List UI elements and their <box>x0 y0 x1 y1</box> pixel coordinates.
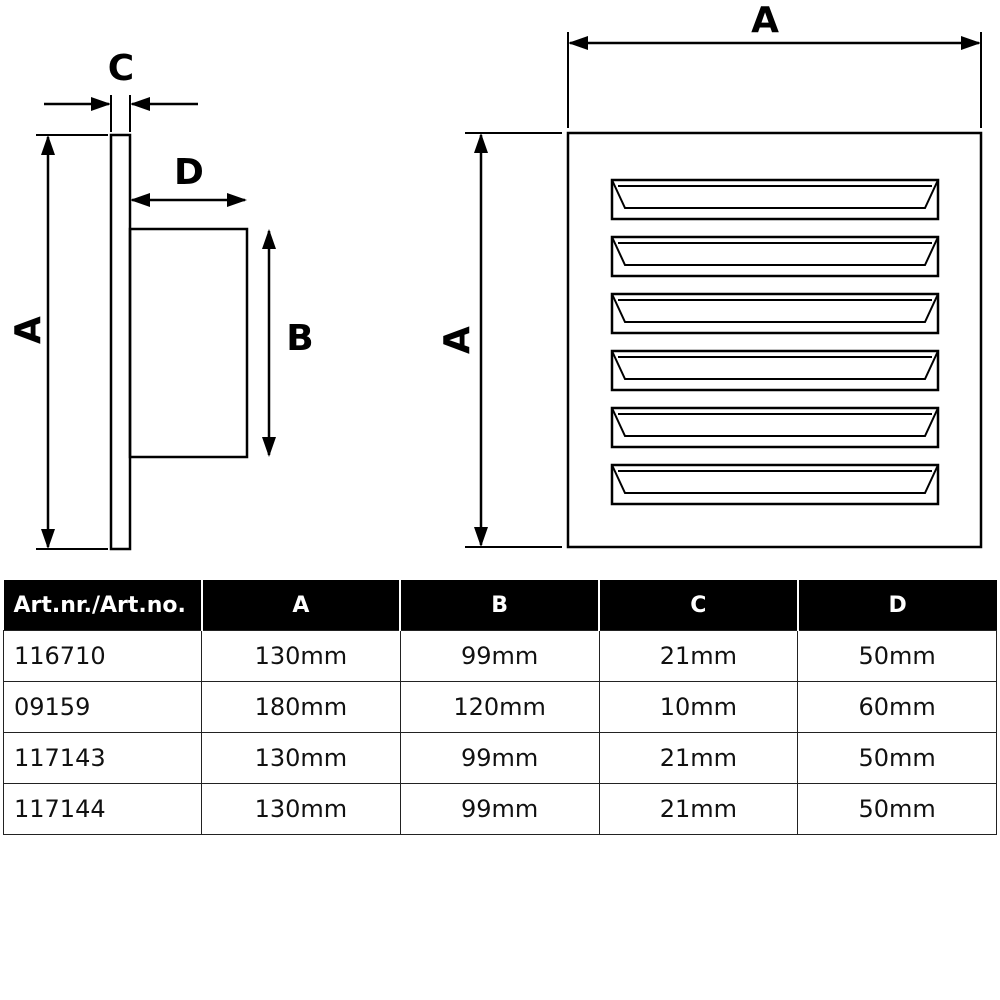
cell-a: 130mm <box>201 630 401 682</box>
cell-b: 99mm <box>399 783 600 835</box>
table-body: 116710 130mm 99mm 21mm 50mm 09159 180mm … <box>3 630 997 835</box>
side-view: A C D B <box>8 48 314 551</box>
cell-d: 50mm <box>797 732 997 784</box>
cell-d: 50mm <box>797 783 997 835</box>
table-row: 116710 130mm 99mm 21mm 50mm <box>3 630 997 682</box>
cell-article-number: 117144 <box>3 783 202 835</box>
header-d: D <box>796 580 997 631</box>
cell-c: 10mm <box>598 681 799 733</box>
louver-slat <box>610 463 940 506</box>
side-view-spigot <box>128 227 249 459</box>
front-view-frame <box>566 131 983 549</box>
cell-d: 50mm <box>797 630 997 682</box>
header-b: B <box>399 580 599 631</box>
cell-b: 120mm <box>399 681 600 733</box>
cell-b: 99mm <box>399 732 600 784</box>
side-c-label: C <box>108 48 134 89</box>
louver-slats <box>610 178 940 506</box>
side-d-label: D <box>174 152 204 193</box>
cell-d: 60mm <box>797 681 997 733</box>
cell-a: 130mm <box>201 732 401 784</box>
cell-article-number: 116710 <box>3 630 202 682</box>
cell-a: 180mm <box>201 681 401 733</box>
header-c: C <box>598 580 798 631</box>
cell-a: 130mm <box>201 783 401 835</box>
cell-c: 21mm <box>598 630 799 682</box>
table-header: Art.nr./Art.no. A B C D <box>3 580 997 631</box>
louver-slat <box>610 292 940 335</box>
louver-slat <box>610 349 940 392</box>
cell-c: 21mm <box>598 732 799 784</box>
cell-b: 99mm <box>399 630 600 682</box>
side-a-label: A <box>8 316 49 344</box>
table-header-row: Art.nr./Art.no. A B C D <box>3 580 997 631</box>
header-a: A <box>200 580 401 631</box>
louver-slat <box>610 235 940 278</box>
side-b-label: B <box>286 318 313 359</box>
louver-slat <box>610 406 940 449</box>
front-a-height-label: A <box>437 326 478 354</box>
table-row: 117143 130mm 99mm 21mm 50mm <box>3 732 997 784</box>
front-view: A A <box>437 0 983 549</box>
front-a-width-label: A <box>751 0 779 41</box>
cell-c: 21mm <box>598 783 799 835</box>
dimension-drawing: A C D B <box>8 0 983 551</box>
side-view-flange <box>109 133 132 551</box>
cell-article-number: 09159 <box>3 681 202 733</box>
dimensions-table: Art.nr./Art.no. A B C D 116710 130mm 99m… <box>3 580 997 835</box>
cell-article-number: 117143 <box>3 732 202 784</box>
header-article-number: Art.nr./Art.no. <box>3 580 202 631</box>
louver-slat <box>610 178 940 221</box>
table-row: 117144 130mm 99mm 21mm 50mm <box>3 783 997 835</box>
table-row: 09159 180mm 120mm 10mm 60mm <box>3 681 997 733</box>
